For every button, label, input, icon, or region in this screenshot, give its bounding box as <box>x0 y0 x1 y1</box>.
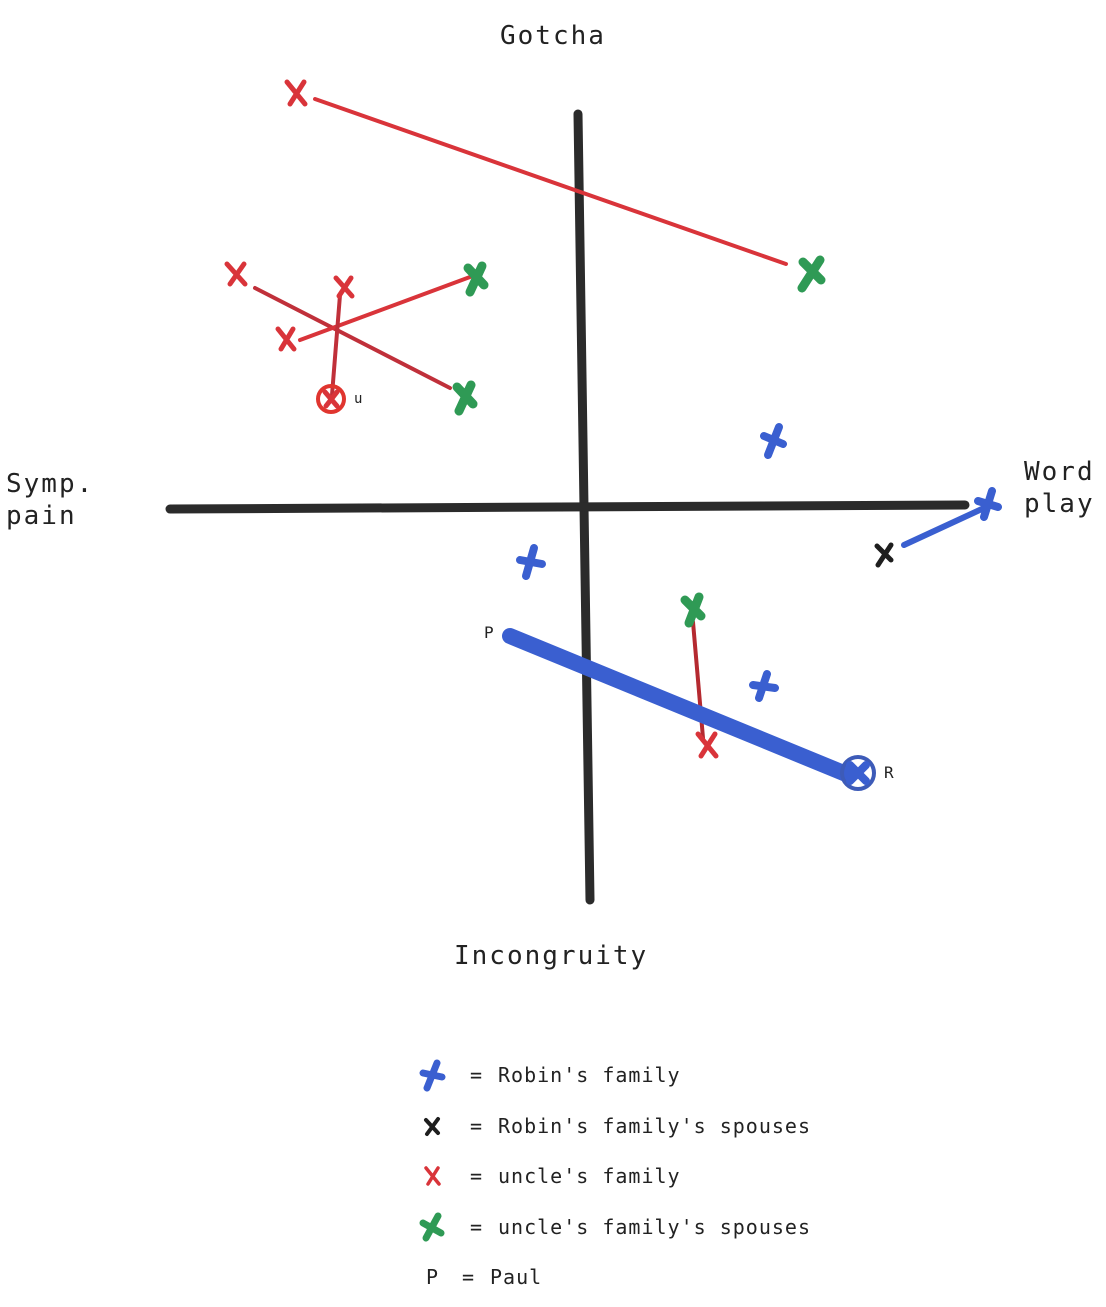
uncle-spouse-marker <box>463 261 489 297</box>
legend-text: Robin's family's spouses <box>498 1113 811 1138</box>
legend-text: Paul <box>490 1265 543 1290</box>
point-label-paul: P <box>484 623 494 642</box>
green-cross-icon <box>412 1207 452 1247</box>
legend-row-paul: P = Paul <box>412 1252 932 1303</box>
legend-text: Robin's family <box>498 1063 681 1088</box>
axis-label-word-play: Word play <box>1024 457 1095 519</box>
legend: = Robin's family = Robin's family's spou… <box>412 1050 932 1303</box>
point-label-robin: R <box>884 763 894 782</box>
legend-equals: = <box>462 1265 475 1290</box>
uncle-family-marker <box>284 79 308 107</box>
legend-row-robins-family-spouses: = Robin's family's spouses <box>412 1101 932 1152</box>
black-cross-icon <box>412 1106 452 1146</box>
connector-line <box>330 293 342 397</box>
axis-label-gotcha: Gotcha <box>500 21 606 51</box>
connector-line <box>313 97 788 266</box>
connector-line <box>901 505 987 548</box>
connector-line-paul-robin <box>502 628 854 782</box>
uncle-family-marker <box>695 731 719 759</box>
uncle-marker-circled <box>316 384 346 414</box>
robin-family-marker <box>974 487 1002 521</box>
legend-row-robins-family: = Robin's family <box>412 1050 932 1101</box>
axis-label-incongruity: Incongruity <box>454 941 649 971</box>
horizontal-axis <box>165 500 970 514</box>
legend-row-uncles-family: = uncle's family <box>412 1151 932 1202</box>
legend-text: uncle's family's spouses <box>498 1214 811 1239</box>
red-cross-icon <box>412 1156 452 1196</box>
humor-map-diagram <box>165 79 1002 905</box>
uncle-family-marker <box>275 326 297 352</box>
robin-family-marker <box>760 423 787 459</box>
robin-family-marker <box>516 544 546 580</box>
legend-equals: = <box>470 1214 483 1239</box>
robin-marker-circled <box>840 755 876 791</box>
axis-label-symp-pain: Symp. pain <box>6 469 95 531</box>
blue-cross-icon <box>412 1055 452 1095</box>
legend-row-uncles-family-spouses: = uncle's family's spouses <box>412 1202 932 1253</box>
uncle-spouse-marker <box>680 592 706 628</box>
uncle-family-marker <box>333 275 355 299</box>
connector-line <box>298 275 472 342</box>
legend-equals: = <box>470 1164 483 1189</box>
point-label-uncle: u <box>354 391 363 407</box>
legend-equals: = <box>470 1113 483 1138</box>
legend-text: uncle's family <box>498 1164 681 1189</box>
connector-line <box>253 286 452 390</box>
robin-family-marker <box>749 670 779 702</box>
legend-letter-p: P <box>425 1265 439 1290</box>
uncle-spouse-marker <box>452 380 478 416</box>
uncle-spouse-marker <box>797 255 826 293</box>
legend-equals: = <box>470 1063 483 1088</box>
robin-spouse-marker <box>874 542 894 568</box>
uncle-family-marker <box>224 261 248 287</box>
